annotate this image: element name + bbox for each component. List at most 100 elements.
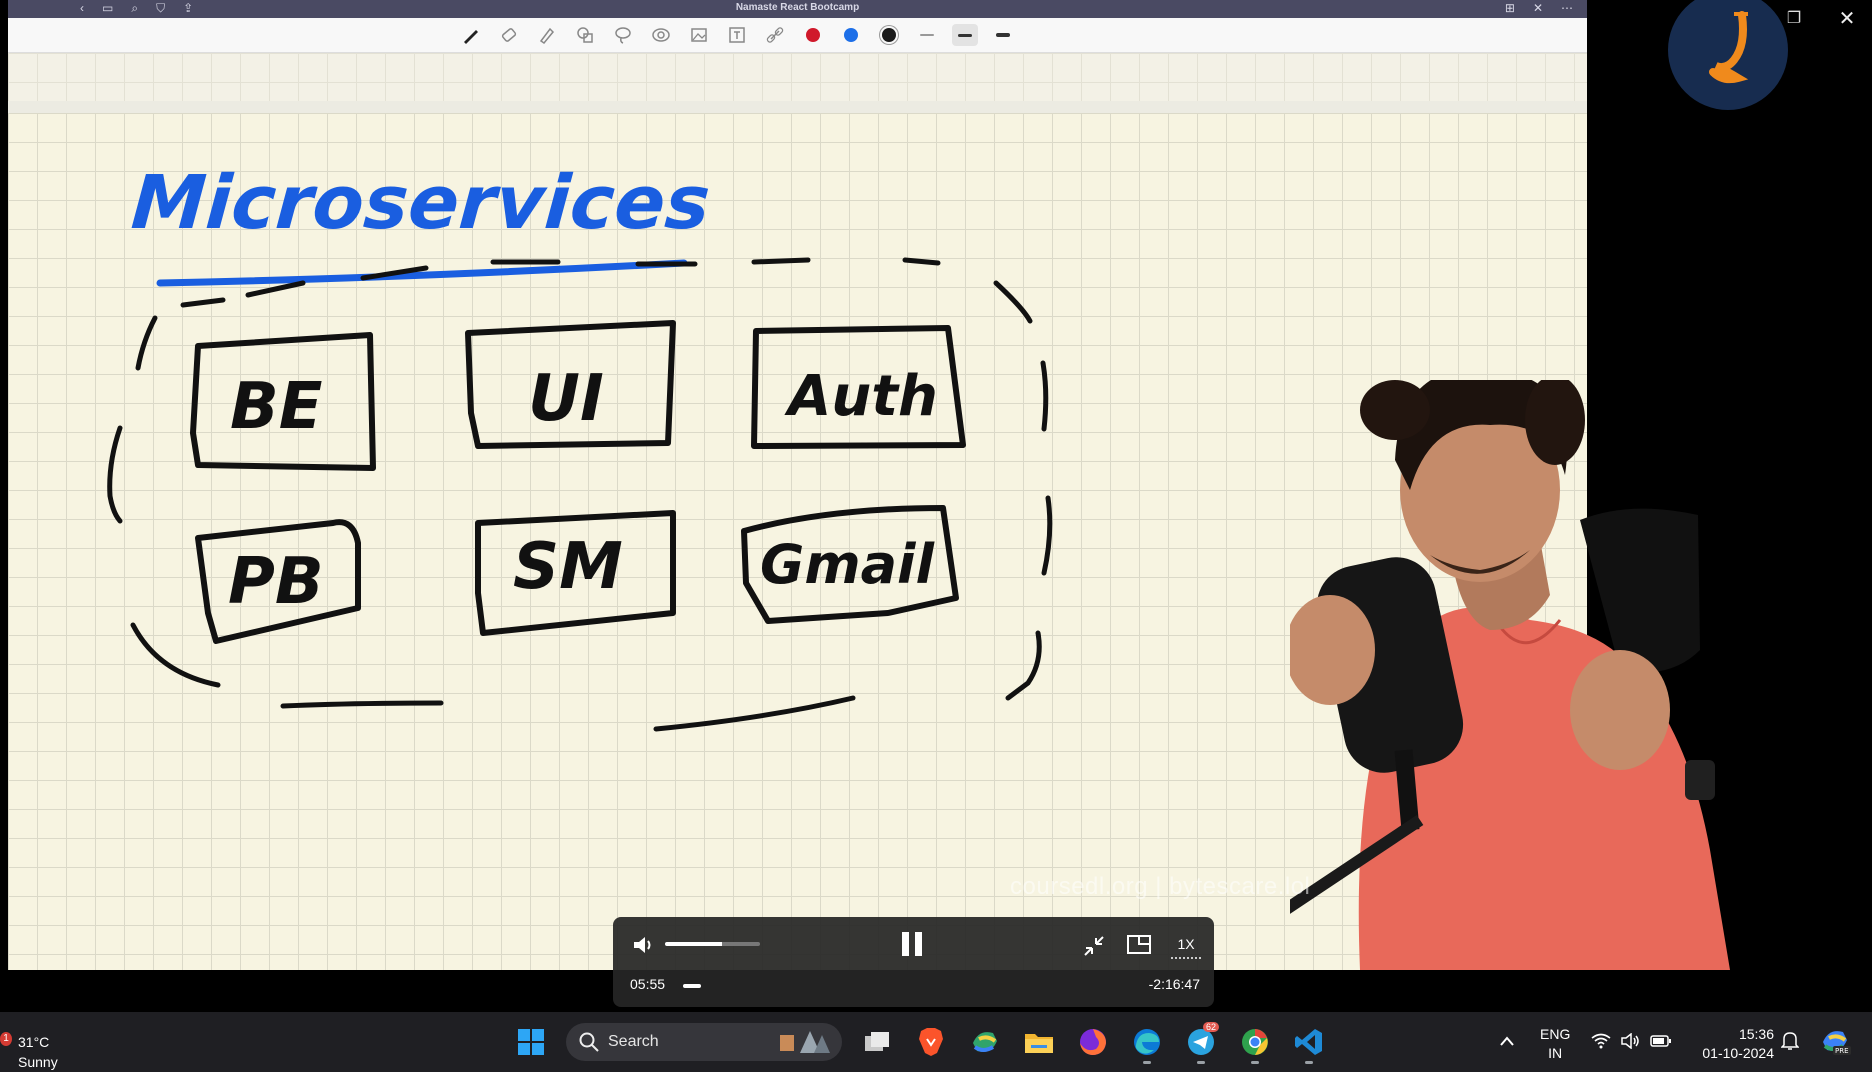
vscode-app[interactable] [1287,1022,1331,1064]
telegram-badge: 62 [1202,1022,1219,1032]
close-icon: ✕ [1532,1,1543,15]
highlighter-icon [534,24,560,46]
channel-logo-icon [1709,11,1749,84]
presenter-webcam [1290,380,1730,970]
box-pb [195,519,361,644]
clock-time: 15:36 [1738,1026,1774,1042]
firefox-app[interactable] [1071,1022,1115,1062]
chevron-up-icon [1500,1036,1514,1046]
notes-page-canvas: Microservices [8,113,1587,970]
more-icon: ⋯ [1561,1,1573,15]
weather-temp: 31°C [18,1034,50,1050]
notes-title: Namaste React Bootcamp [735,2,860,13]
copilot-preview-icon[interactable]: PRE [1818,1025,1852,1057]
box-sm [475,510,676,636]
brave-app[interactable] [909,1022,953,1062]
box-ui [465,320,676,449]
collapse-icon[interactable] [1081,933,1107,959]
shapes-icon [572,24,598,46]
folder-icon [1025,1034,1053,1053]
pen-icon [458,24,484,46]
add-page-icon: ⊞ [1504,1,1515,15]
image-icon [686,24,712,46]
watermark-text: coursedl.org | bytescare.lol [1010,873,1311,900]
back-icon: ‹ [80,1,84,15]
diagram-title: Microservices [129,160,713,246]
box-auth-label: Auth [784,364,938,429]
language-indicator[interactable]: ENG IN [1540,1025,1570,1063]
box-gmail-label: Gmail [760,533,936,596]
running-indicator [1305,1061,1313,1064]
video-frame: ‹ ▭ ⌕ ⛉ ⇪ Namaste React Bootcamp ⊞ ✕ ⋯ [8,0,1856,1007]
wifi-icon[interactable] [1590,1030,1612,1052]
language-code: ENG [1540,1026,1571,1042]
file-explorer-app[interactable] [1017,1022,1061,1062]
box-outlines [190,320,966,644]
box-be [190,332,376,471]
notes-app-window: ‹ ▭ ⌕ ⛉ ⇪ Namaste React Bootcamp ⊞ ✕ ⋯ [8,0,1587,970]
system-clock[interactable]: 15:36 01-10-2024 [1690,1025,1774,1063]
camera-icon [648,24,674,46]
task-view-button[interactable] [855,1022,899,1062]
pen-size-thin [914,24,940,46]
text-icon [724,24,750,46]
start-button[interactable] [509,1022,553,1062]
taskbar-apps: Search 62 [504,1022,1336,1064]
taskbar-search[interactable]: Search [566,1023,842,1061]
notification-bell-icon[interactable] [1778,1028,1802,1054]
box-sm-label: SM [513,530,623,604]
seek-progress [683,984,701,988]
box-auth [751,325,966,449]
pen-size-medium [952,24,978,46]
picture-in-picture-icon[interactable] [1125,931,1153,959]
color-black-swatch [876,24,902,46]
box-gmail [741,505,959,624]
task-view-icon [865,1032,889,1051]
current-time: 05:55 [630,976,666,992]
svg-text:PRE: PRE [1835,1047,1849,1055]
running-indicator [1143,1061,1151,1064]
sidebar-icon: ▭ [102,1,114,15]
copilot-app[interactable] [963,1022,1007,1062]
telegram-app[interactable]: 62 [1179,1022,1223,1064]
seek-bar[interactable] [683,984,1123,988]
windows-icon [518,1029,544,1055]
channel-logo [1668,0,1788,110]
playback-speed-button[interactable]: 1X [1171,931,1201,959]
speaker-icon[interactable] [1620,1030,1642,1052]
chrome-icon [1242,1029,1268,1055]
battery-icon[interactable] [1649,1030,1673,1052]
box-be-label: BE [230,370,323,444]
brave-icon [919,1028,943,1056]
vscode-icon [1295,1029,1322,1055]
search-icon: ⌕ [131,1,139,15]
region-code: IN [1548,1045,1563,1061]
clock-date: 01-10-2024 [1702,1045,1774,1061]
weather-badge: 1 [0,1032,12,1046]
bookmark-icon: ⛉ [156,1,166,15]
show-hidden-icons-button[interactable] [1495,1029,1519,1053]
running-indicator [1197,1061,1205,1064]
video-player-controls: 1X 05:55 -2:16:47 [613,917,1214,1007]
close-window-icon[interactable]: ✕ [1838,7,1856,30]
box-pb-label: PB [228,545,324,619]
volume-slider[interactable] [665,942,760,946]
search-label: Search [608,1033,659,1050]
volume-icon[interactable] [629,931,657,959]
chrome-app[interactable] [1233,1022,1277,1064]
page-separator [8,101,1587,113]
search-highlight-icon [780,1031,830,1053]
previous-page-strip [8,53,1587,103]
firefox-icon [1080,1029,1106,1055]
edge-app[interactable] [1125,1022,1169,1064]
color-red-swatch [800,24,826,46]
notes-toolbar [8,18,1587,53]
restore-window-icon[interactable]: ❐ [1786,10,1802,27]
running-indicator [1251,1061,1259,1064]
lasso-icon [610,24,636,46]
title-underline [156,259,688,287]
telegram-icon [1188,1029,1214,1055]
remaining-time: -2:16:47 [1148,976,1200,992]
handwritten-diagram: Microservices [107,160,1053,732]
pause-icon[interactable] [897,929,927,959]
